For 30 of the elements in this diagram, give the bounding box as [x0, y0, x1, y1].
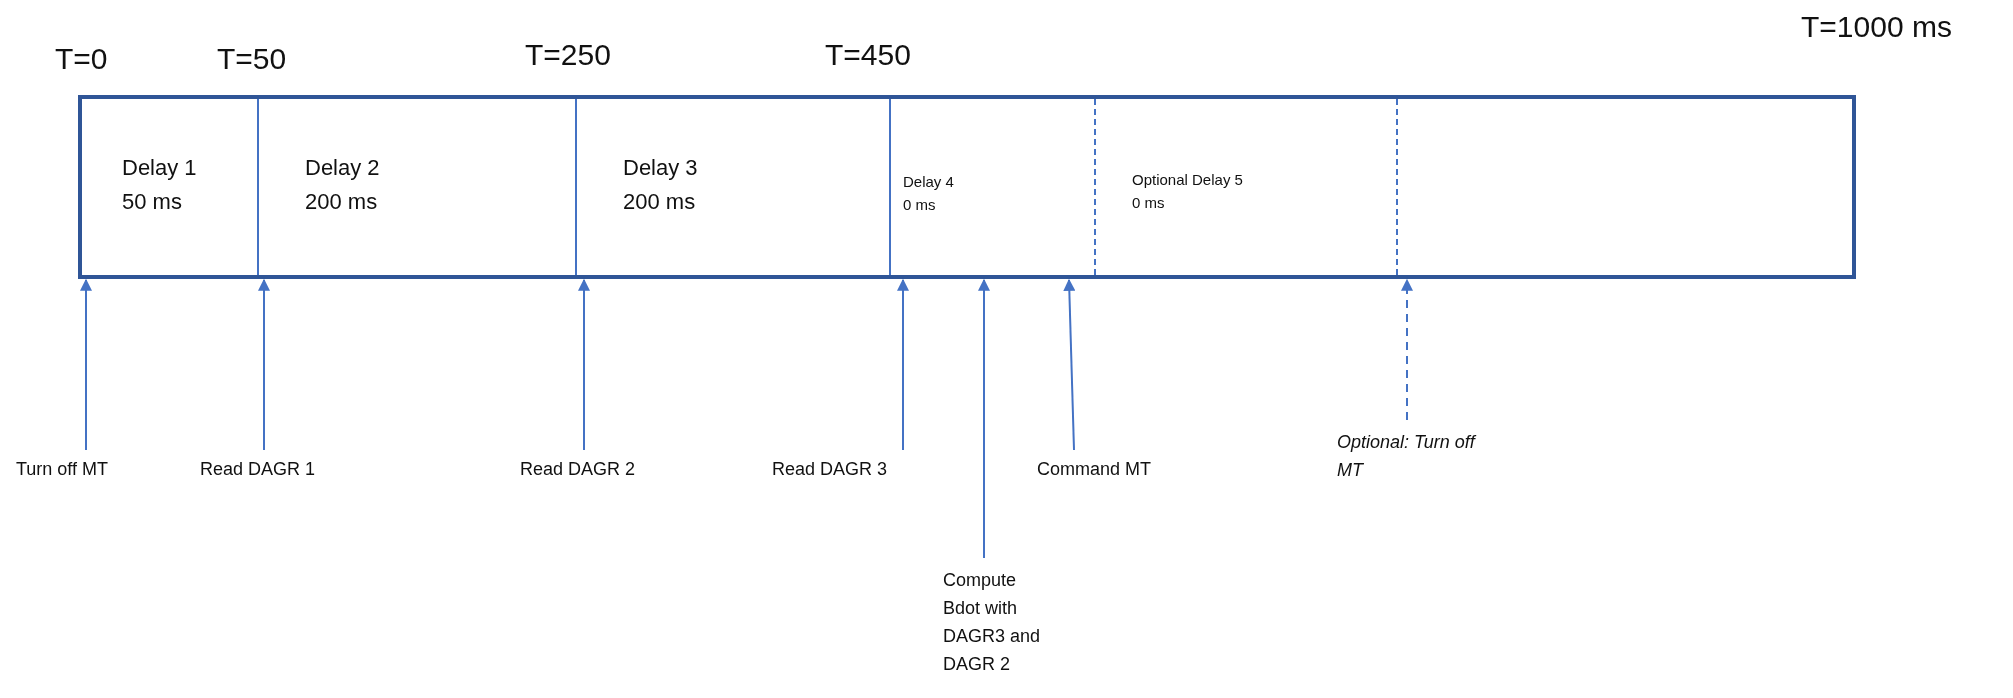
segment-label: Optional Delay 5 — [1132, 171, 1243, 188]
segment-label: Delay 3 — [623, 155, 698, 181]
event-label: Turn off MT — [16, 458, 109, 480]
duration-text: 200 ms — [623, 189, 696, 216]
timeline-box — [78, 95, 1856, 279]
time-marker-label: T=450 — [825, 38, 911, 72]
arrow — [897, 278, 909, 451]
arrow — [1063, 278, 1076, 451]
arrow — [1401, 278, 1413, 421]
duration-text: 0 ms — [1132, 194, 1165, 212]
event-label: Command MT — [1037, 458, 1152, 480]
event-label: Read DAGR 3 — [772, 458, 888, 480]
segment-label: Delay 4 — [903, 173, 954, 190]
time-marker-label: T=0 — [55, 42, 108, 76]
time-marker-label: T=50 — [217, 42, 287, 76]
event-label: Optional: Turn off MT — [1337, 428, 1477, 484]
event-label: Read DAGR 1 — [200, 458, 316, 480]
arrow — [978, 278, 990, 559]
event-label: Compute Bdot with DAGR3 and DAGR 2 — [943, 566, 1043, 678]
duration-text: 200 ms — [305, 189, 378, 216]
time-marker-label: T=250 — [525, 38, 611, 72]
segment-label: Delay 2 — [305, 155, 380, 181]
arrow — [578, 278, 590, 451]
time-marker-label: T=1000 ms — [1801, 10, 1952, 44]
segment-label: Delay 1 — [122, 155, 197, 181]
duration-text: 50 ms — [122, 189, 182, 216]
event-label: Read DAGR 2 — [520, 458, 636, 480]
arrow — [80, 278, 92, 451]
duration-text: 0 ms — [903, 196, 936, 214]
arrow — [258, 278, 270, 451]
